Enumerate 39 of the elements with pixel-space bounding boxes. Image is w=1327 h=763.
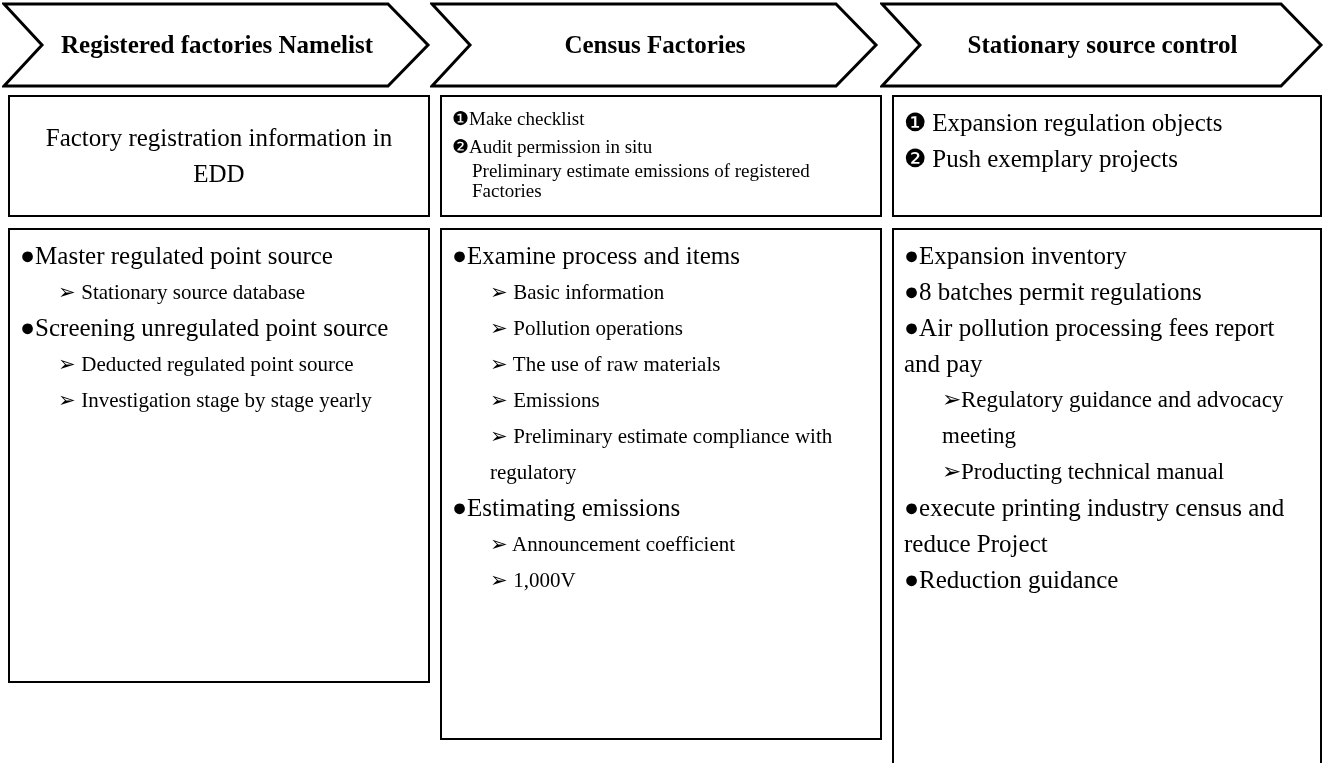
- item-text: ❶Make checklist: [452, 107, 586, 131]
- sub-item-text: ➢ 1,000V: [489, 567, 577, 594]
- item-text: ❷ Push exemplary projects: [904, 144, 1180, 174]
- sub-item-text: Preliminary estimate emissions of registered Factories: [471, 161, 811, 201]
- item-text: ●Screening unregulated point source: [20, 313, 390, 343]
- text-box: [8, 228, 430, 683]
- text-box: [8, 95, 430, 217]
- item-text: ●Master regulated point source: [20, 241, 334, 271]
- item-text: ●Reduction guidance: [904, 565, 1120, 595]
- sub-item-text: ➢ Preliminary estimate compliance with regulatory: [489, 423, 834, 486]
- text-box: [440, 95, 882, 217]
- header-text: Census Factories: [563, 30, 747, 60]
- item-text: ●execute printing industry census and reduce Project: [904, 493, 1286, 559]
- sub-item-text: ➢ Investigation stage by stage yearly: [57, 387, 373, 414]
- item-text: Factory registration information in EDD: [44, 123, 394, 189]
- sub-item-text: ➢Producting technical manual: [941, 458, 1226, 486]
- sub-item-text: ➢ Emissions: [489, 387, 601, 414]
- item-text: ●Expansion inventory: [904, 241, 1128, 271]
- item-text: ❷Audit permission in situ: [452, 135, 654, 159]
- header-text: Registered factories Namelist: [60, 30, 374, 60]
- item-text: ❶ Expansion regulation objects: [904, 108, 1224, 138]
- chevron-header: [2, 2, 432, 88]
- item-text: ●Examine process and items: [452, 241, 741, 271]
- text-box: [892, 228, 1322, 763]
- chevron-header: [880, 2, 1325, 88]
- sub-item-text: ➢ Announcement coefficient: [489, 531, 737, 558]
- sub-item-text: ➢ Pollution operations: [489, 315, 684, 342]
- sub-item-text: ➢ Basic information: [489, 279, 666, 306]
- text-box: [892, 95, 1322, 217]
- sub-item-text: ➢ The use of raw materials: [489, 351, 722, 378]
- item-text: ●Estimating emissions: [452, 493, 682, 523]
- sub-item-text: ➢ Stationary source database: [57, 279, 307, 306]
- sub-item-text: ➢ Deducted regulated point source: [57, 351, 355, 378]
- text-box: [440, 228, 882, 740]
- item-text: ●8 batches permit regulations: [904, 277, 1203, 307]
- sub-item-text: ➢Regulatory guidance and advocacy meeting: [941, 386, 1285, 450]
- item-text: ●Air pollution processing fees report and pay: [904, 313, 1276, 379]
- chevron-header: [430, 2, 880, 88]
- header-text: Stationary source control: [966, 30, 1239, 60]
